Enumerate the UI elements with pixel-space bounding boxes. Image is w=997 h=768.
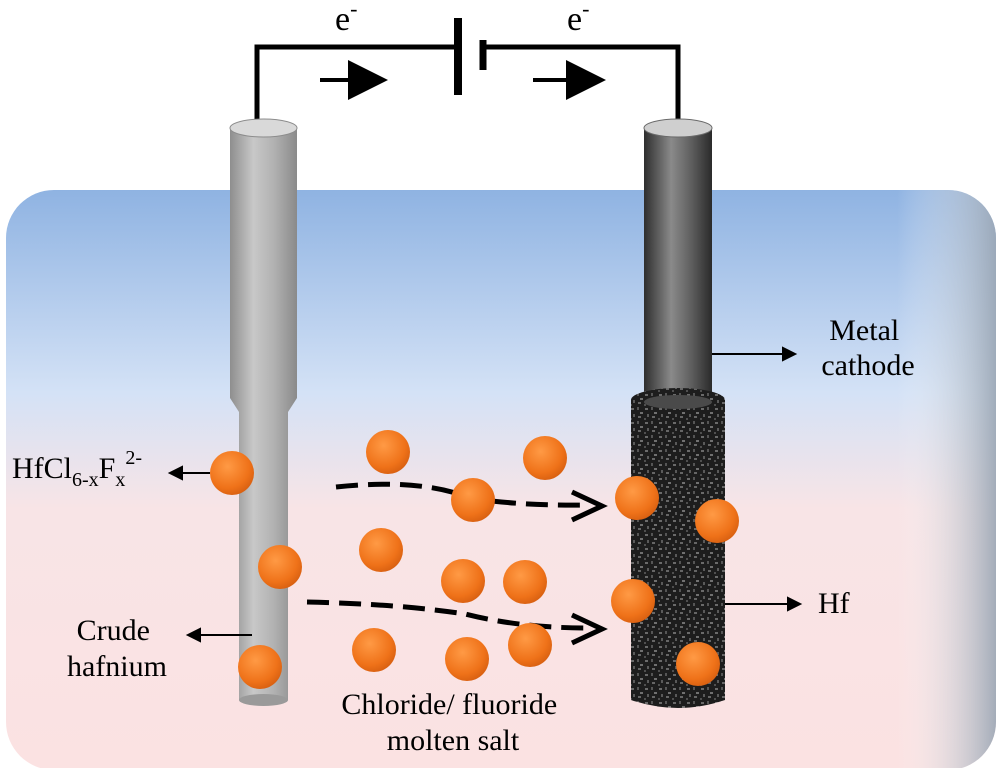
electron-label-left: e- (335, 0, 357, 38)
ion (359, 528, 403, 572)
ion-particles (210, 430, 739, 689)
ion (676, 642, 720, 686)
ion (210, 451, 254, 495)
ion (451, 478, 495, 522)
molten-salt-label: Chloride/ fluoride molten salt (341, 688, 564, 757)
ion (508, 623, 552, 667)
ion (258, 545, 302, 589)
circuit-wire (254, 44, 681, 128)
ion (503, 560, 547, 604)
metal-cathode (643, 118, 713, 418)
ion (523, 436, 567, 480)
migration-arrowheads (570, 489, 608, 646)
ion (366, 430, 410, 474)
ion (352, 628, 396, 672)
crude-hafnium-label: Crude hafnium (67, 614, 167, 683)
electron-label-right: e- (567, 0, 589, 38)
ion (238, 645, 282, 689)
ion (615, 476, 659, 520)
battery-icon (454, 18, 487, 95)
hf-deposit (631, 388, 725, 708)
ion-formula-label: HfCl6-xFx2- (12, 447, 142, 491)
ion (695, 499, 739, 543)
metal-cathode-label: Metal cathode (821, 314, 914, 382)
ion (445, 637, 489, 681)
label-pointers (167, 346, 803, 643)
anode-crude-hafnium (229, 118, 298, 706)
ion (441, 559, 485, 603)
hf-label: Hf (818, 587, 850, 620)
ion (611, 579, 655, 623)
